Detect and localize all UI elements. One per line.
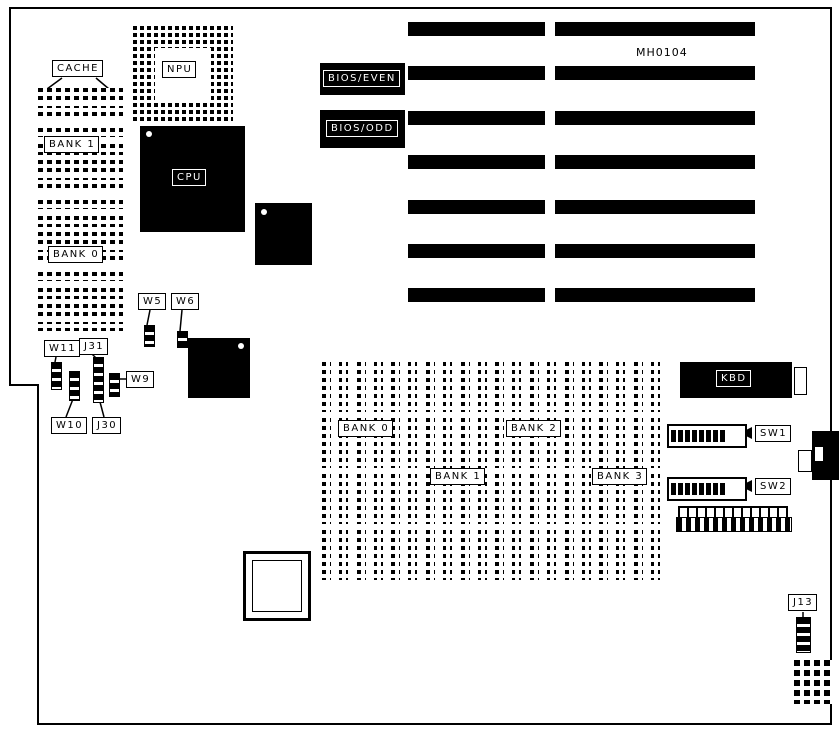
cache-simm-sockets [38,88,123,331]
sw2-label: SW2 [755,478,792,495]
dip-socket-column [529,362,556,584]
isa-slot-5-short [408,200,545,214]
isa-slot-2-short [408,66,545,80]
w10-label: W10 [51,417,88,434]
mem-bank3-label: BANK 3 [592,468,648,485]
isa-slot-1-long [555,22,755,36]
sw2-dip-switch [667,477,747,501]
bios-even-label: BIOS/EVEN [323,70,400,87]
dip-socket-column [356,362,383,584]
isa-slot-6-short [408,244,545,258]
isa-slot-6-long [555,244,755,258]
qfp-chip-lower [188,338,250,398]
connector-opening [815,447,823,461]
w11-jumper [51,362,62,390]
j13-jumper [796,617,811,653]
w10-jumper [69,371,80,401]
isa-slot-2-long [555,66,755,80]
isa-slot-7-short [408,288,545,302]
keyboard-edge-connector [812,431,839,480]
w6-jumper [177,331,188,348]
dip-socket-column [391,362,418,584]
j31-j30-jumper [93,357,104,403]
isa-slot-4-long [555,155,755,169]
dip-socket-column [564,362,591,584]
w9-label: W9 [126,371,155,388]
solder-pad-grid [794,660,832,704]
qfp-upper-pin1-dot [261,209,267,215]
j30-label: J30 [92,417,122,434]
resistor-pack-pins [678,506,788,517]
isa-slot-3-long [555,111,755,125]
w6-label: W6 [171,293,200,310]
plcc-socket [243,551,311,621]
board-part-number: MH0104 [636,46,688,59]
dip-socket-column [495,362,522,584]
kbd-label: KBD [716,370,751,387]
bios-odd-label: BIOS/ODD [326,120,398,137]
sw1-label: SW1 [755,425,792,442]
w11-label: W11 [44,340,81,357]
isa-slot-3-short [408,111,545,125]
mem-bank1-label: BANK 1 [430,468,486,485]
connector-side-component [798,450,812,472]
w9-jumper [109,373,120,397]
isa-slot-7-long [555,288,755,302]
cache-bank1-label: BANK 1 [44,136,100,153]
w5-label: W5 [138,293,167,310]
isa-slot-1-short [408,22,545,36]
qfp-chip-upper [255,203,312,265]
kbd-side-component [794,367,807,395]
sw1-dip-switch [667,424,747,448]
isa-slot-4-short [408,155,545,169]
isa-slot-5-long [555,200,755,214]
cpu-pin1-dot [146,131,152,137]
qfp-lower-pin1-dot [238,343,244,349]
cache-label: CACHE [52,60,103,77]
j31-label: J31 [79,338,109,355]
mem-bank0-label: BANK 0 [338,420,394,437]
npu-label: NPU [162,61,197,78]
resistor-pack [676,517,792,532]
cache-bank0-label: BANK 0 [48,246,104,263]
mem-bank2-label: BANK 2 [506,420,562,437]
j13-label: J13 [788,594,818,611]
plcc-socket-inner [252,560,302,612]
cpu-label: CPU [172,169,206,186]
dip-socket-column [322,362,348,584]
w5-jumper [144,325,155,347]
